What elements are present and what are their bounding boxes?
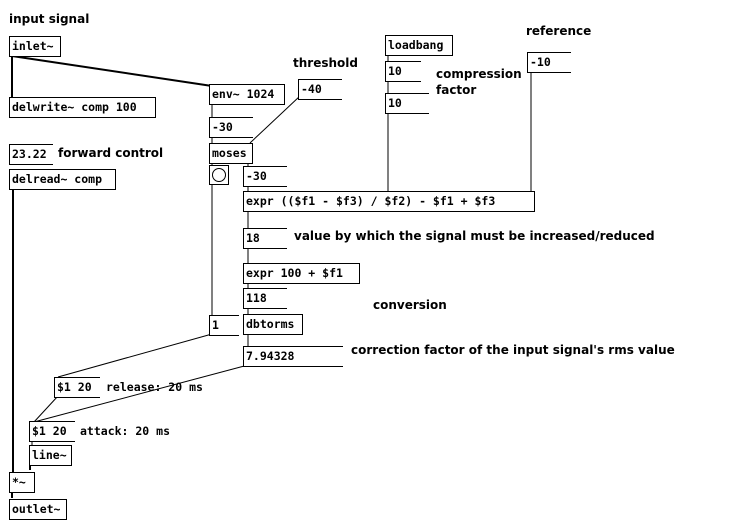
- number-env-output[interactable]: -30: [209, 117, 253, 138]
- multiply-object[interactable]: *~: [9, 472, 35, 493]
- env-object[interactable]: env~ 1024: [209, 84, 285, 105]
- number-118[interactable]: 118: [243, 288, 287, 309]
- attack-label: attack: 20 ms: [80, 424, 171, 438]
- delread-object[interactable]: delread~ comp: [9, 169, 116, 190]
- loadbang-object[interactable]: loadbang: [385, 35, 453, 56]
- bang-circle-icon: [212, 168, 226, 182]
- comment-correction: correction factor of the input signal's …: [351, 343, 675, 357]
- expr-formula-object[interactable]: expr (($f1 - $f3) / $f2) - $f1 + $f3: [243, 191, 535, 212]
- number-rms[interactable]: 7.94328: [243, 346, 343, 367]
- number-compression-b[interactable]: 10: [385, 93, 429, 114]
- connection-release-attack: [33, 395, 59, 423]
- dbtorms-object[interactable]: dbtorms: [243, 314, 303, 335]
- comment-value-note: value by which the signal must be increa…: [294, 229, 655, 243]
- comment-compression: compression: [436, 67, 522, 81]
- comment-conversion: conversion: [373, 298, 447, 312]
- number-moses-output[interactable]: -30: [243, 166, 287, 187]
- attack-message[interactable]: $1 20: [29, 421, 75, 442]
- comment-input-signal: input signal: [9, 12, 90, 26]
- moses-object[interactable]: moses: [209, 143, 253, 164]
- comment-threshold: threshold: [293, 56, 358, 70]
- number-compression-a[interactable]: 10: [385, 61, 421, 82]
- bang-button[interactable]: [209, 165, 229, 185]
- connection-one-release: [57, 333, 213, 378]
- inlet-object[interactable]: inlet~: [9, 36, 61, 57]
- connection-threshold-moses: [249, 95, 301, 144]
- release-label: release: 20 ms: [106, 380, 203, 394]
- number-forward-control[interactable]: 23.22: [9, 144, 53, 165]
- number-reference[interactable]: -10: [527, 52, 571, 73]
- line-object[interactable]: line~: [29, 445, 72, 466]
- comment-factor: factor: [436, 83, 477, 97]
- delwrite-object[interactable]: delwrite~ comp 100: [9, 97, 156, 118]
- release-message[interactable]: $1 20: [54, 377, 100, 398]
- comment-forward-control: forward control: [58, 146, 164, 160]
- outlet-object[interactable]: outlet~: [9, 499, 67, 520]
- connection-inlet-env: [11, 55, 213, 87]
- number-one[interactable]: 1: [209, 315, 239, 336]
- connection-rms-attack: [33, 364, 249, 423]
- comment-reference: reference: [526, 24, 592, 38]
- expr-100-object[interactable]: expr 100 + $f1: [243, 263, 360, 284]
- number-threshold[interactable]: -40: [298, 79, 342, 100]
- number-18[interactable]: 18: [243, 228, 287, 249]
